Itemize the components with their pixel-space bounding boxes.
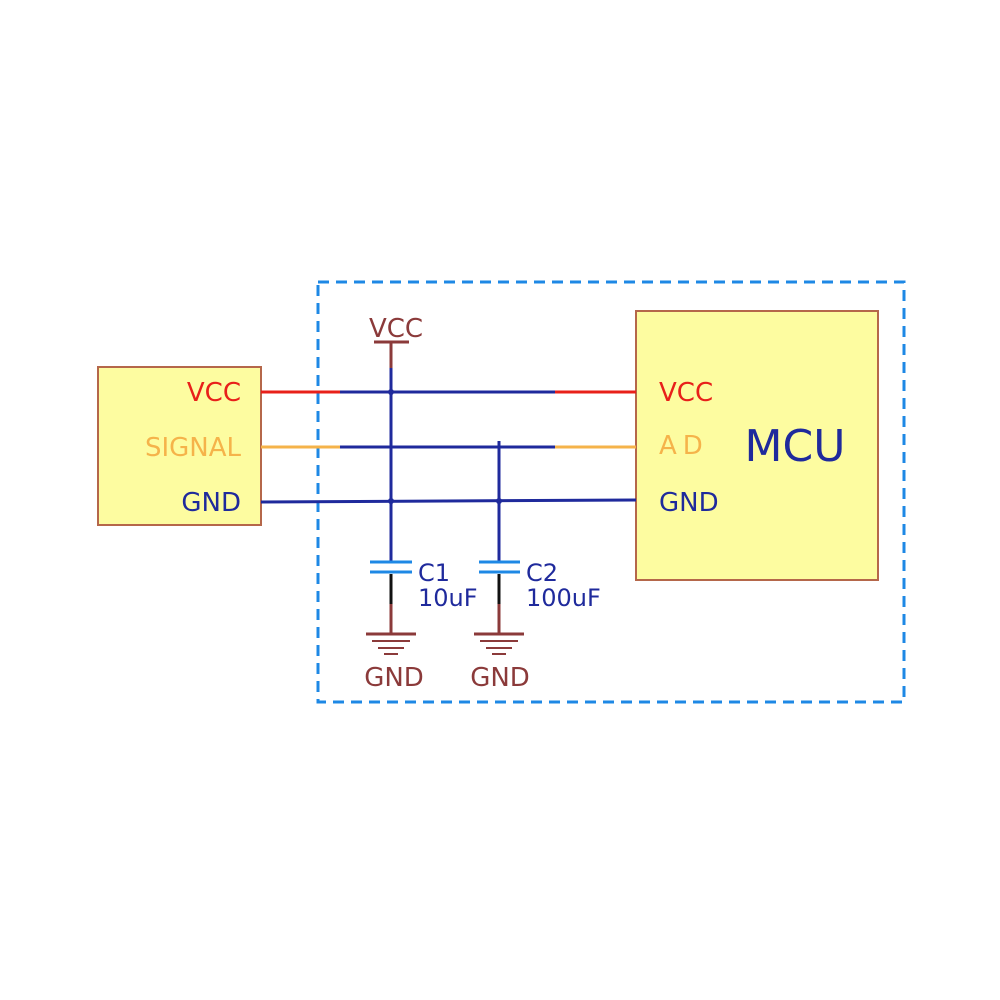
gnd-wire [260, 498, 637, 504]
mcu-pin-vcc: VCC [659, 378, 713, 408]
junction-dot-gnd-1 [388, 498, 394, 504]
mcu-pin-gnd: GND [659, 488, 719, 518]
junction-dot-vcc [388, 389, 394, 395]
gnd-power-label-1: GND [364, 663, 424, 693]
ground-symbol-1 [366, 632, 416, 655]
sensor-pin-vcc: VCC [187, 378, 241, 408]
mcu-pin-ad: AD [659, 431, 709, 461]
mcu-box [635, 310, 879, 581]
sensor-pin-gnd: GND [181, 488, 241, 518]
c1-ref-label: C1 [418, 559, 450, 587]
c1-value-label: 10uF [418, 584, 478, 612]
c2-ref-label: C2 [526, 559, 558, 587]
sensor-box [97, 366, 262, 526]
mcu-title: MCU [745, 421, 846, 472]
module-border [316, 280, 906, 704]
ground-symbol-2 [474, 632, 524, 655]
sensor-pin-signal: SIGNAL [145, 433, 242, 463]
gnd-power-label-2: GND [470, 663, 530, 693]
junction-dot-gnd-2 [496, 498, 502, 504]
c2-value-label: 100uF [526, 584, 601, 612]
vcc-power-label: VCC [369, 314, 423, 344]
capacitor-c1 [370, 560, 412, 633]
capacitor-c2 [479, 560, 520, 633]
